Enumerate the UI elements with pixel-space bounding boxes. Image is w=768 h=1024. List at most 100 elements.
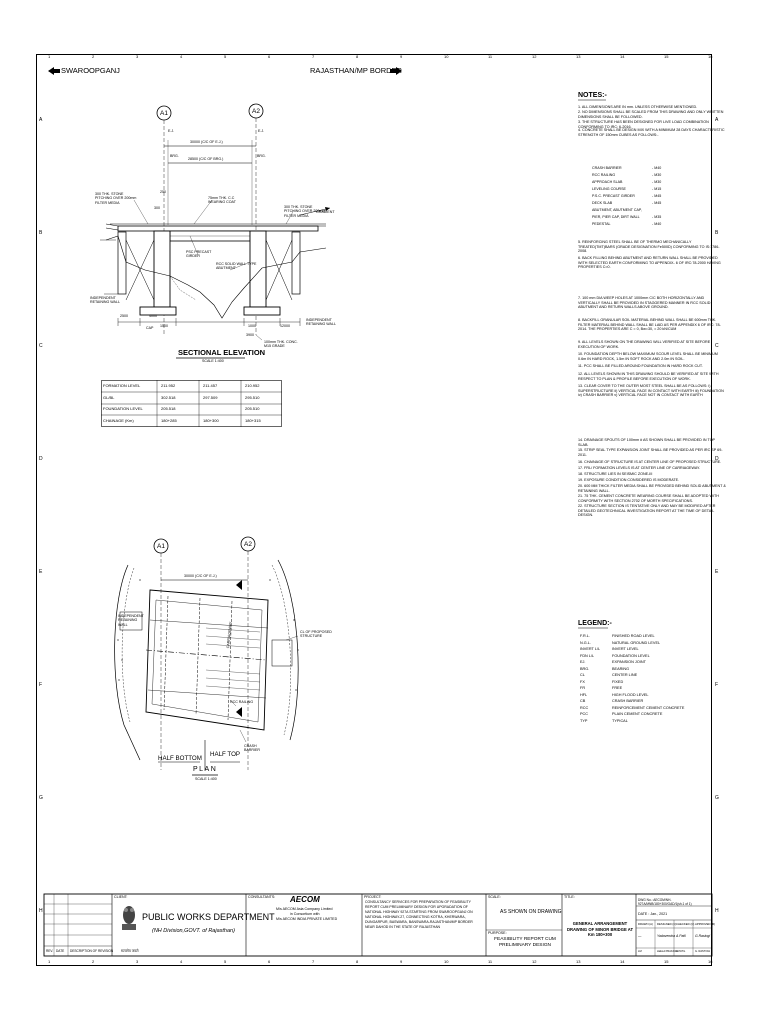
levels-row-value: 211.457 (203, 383, 218, 388)
arrow-right-icon (396, 67, 402, 75)
note-item: 15. STRIP SEAL TYPE EXPANSION JOINT SHAL… (578, 448, 723, 457)
consultant-logo: AECOM (290, 895, 320, 904)
border-bottom-number: 12 (532, 959, 537, 964)
concrete-grade-value: - M30 (652, 180, 662, 184)
border-top-number: 8 (356, 54, 359, 59)
concrete-grade-name: ABUTMENT, ABUTMENT CAP, (592, 208, 642, 212)
border-top-number: 9 (400, 54, 403, 59)
drawing-sheet (36, 54, 712, 966)
legend-desc: INVERT LEVEL (612, 647, 639, 651)
border-letter-right: D (715, 456, 719, 462)
concrete-grade-name: PIER, PIER CAP, DIRT WALL (592, 215, 640, 219)
legend-abbr: CB (580, 699, 586, 703)
concrete-grade-name: APPROACH SLAB (592, 180, 623, 184)
border-letter-left: C (39, 343, 43, 349)
legend-abbr: BRG. (580, 666, 590, 671)
legend-desc: FINISHED ROAD LEVEL (612, 634, 655, 638)
purpose-value: FEASIBILITY REPORT CUM PRELIMINARY DESIG… (494, 937, 556, 948)
concrete-grade-value: - M45 (652, 201, 662, 205)
label-psc-girder: PSC PRECAST GIRDER (186, 250, 212, 259)
arrow-left-icon (48, 67, 54, 75)
axis-label-a1: A1 (160, 110, 168, 117)
border-top-number: 1 (48, 54, 51, 59)
aecom-logo-icon (288, 895, 324, 903)
border-letter-left: A (39, 117, 43, 123)
legend-abbr: HFL (580, 692, 588, 697)
note-item: 14. DRAINAGE SPOUTS OF 100mm # AS SHOWN … (578, 438, 715, 447)
border-letter-left: D (39, 456, 43, 462)
levels-row-value: 211.952 (161, 383, 176, 388)
consultant-line2: in Consortium with (290, 912, 320, 916)
border-letter-right: F (715, 682, 719, 688)
border-bottom-number: 15 (664, 959, 669, 964)
dim-cap: CAP (146, 326, 154, 330)
sign-header: DESIGNED (C) (657, 922, 677, 926)
legend-abbr: INVERT L/L (580, 647, 601, 651)
levels-row-label: CHAINAGE (Km) (103, 417, 134, 423)
note-item: 18. STRUCTURE LIES IN SEISMIC ZONE-III (578, 472, 653, 476)
concrete-grade-name: PEDESTAL (592, 222, 611, 226)
note-item: 11. PCC SHALL BE FILLED AROUND FOUNDATIO… (578, 364, 703, 368)
plan-label-crash-barrier: CRASH BARRIER (244, 744, 260, 753)
scale-value: AS SHOWN ON DRAWING (500, 909, 562, 915)
border-bottom-number: 3 (136, 959, 139, 964)
concrete-grade-value: - M40 (652, 222, 662, 226)
border-bottom-number: 11 (488, 959, 493, 964)
border-letter-right: E (715, 569, 719, 575)
sign-name: LM (638, 950, 642, 953)
dim-2500: 2500 (120, 314, 128, 318)
levels-row-value: 205.518 (161, 406, 176, 411)
legend-abbr: FR (580, 686, 586, 690)
sign-name: G. RASTOGI (695, 950, 711, 953)
legend-abbr: PCC (580, 712, 589, 716)
consultant-line3: M/s AECOM INDIA PRIVATE LIMITED (276, 917, 338, 921)
border-top-number: 13 (576, 54, 581, 59)
plan-scale: SCALE 1:400 (195, 777, 217, 781)
legend-abbr: F.R.L. (580, 634, 590, 638)
dim-3900: 3900 (246, 333, 254, 337)
legend-desc: HIGH FLOOD LEVEL (612, 692, 649, 697)
concrete-grade-value: - M45 (652, 194, 662, 198)
plan-dim-span: 30000 (C/C OF E.J.) (184, 574, 217, 578)
legend-desc: BEARING (612, 666, 630, 671)
legend-abbr: EJ. (580, 660, 586, 664)
border-bottom-number: 8 (356, 959, 359, 964)
border-top-number: 4 (180, 54, 183, 59)
dim-1500: 1500 (160, 324, 168, 328)
elevation-scale: SCALE 1:400 (202, 359, 224, 363)
legend-desc: FIXED (612, 679, 624, 684)
levels-row-label: GL/BL (103, 394, 115, 400)
plan-label-centerline: CL OF PROPOSED STRUCTURE (300, 630, 332, 639)
label-retaining-wall-right: INDEPENDENT RETAINING WALL (306, 318, 336, 327)
dim-span-ej: 30000 (C/C OF E.J.) (190, 140, 223, 144)
purpose-label: PURPOSE: (488, 931, 507, 935)
border-bottom-number: 16 (708, 959, 713, 964)
note-item: 4. CONCRETE SHALL BE DESIGN MIX WITH A M… (578, 128, 725, 137)
legend-desc: REINFORCEMENT CEMENT CONCRETE (612, 705, 685, 710)
sign-scribble: A.Patil (676, 934, 686, 938)
plan-label-half-bottom: HALF BOTTOM (158, 755, 202, 762)
plan-axis-label-a2: A2 (244, 541, 252, 548)
levels-row-value: 180+315 (245, 417, 261, 423)
border-letter-left: H (39, 908, 43, 914)
border-letter-left: G (39, 795, 43, 801)
border-bottom-number: 5 (224, 959, 227, 964)
client-subtitle: (NH Division,GOVT. of Rajasthan) (152, 928, 235, 934)
border-top-number: 3 (136, 54, 139, 59)
border-letter-left: B (39, 230, 43, 236)
border-letter-right: G (715, 795, 719, 801)
sign-name: A.PATIL (676, 950, 686, 953)
legend-abbr: N.G.L. (580, 640, 591, 645)
concrete-grade-name: LEVELING COURSE (592, 187, 626, 191)
plan-label-railing: RCC RAILING (230, 700, 254, 704)
drawing-number: DWG No.: AECOM/NH-927A/MNB/180+300/GAD/1… (638, 898, 692, 906)
label-ej-left: E.J. (168, 129, 175, 133)
label-gradient: GRADIENT (316, 210, 335, 214)
note-item: 8. BACKFILL GRANULAR SOIL MATERIAL BEHIN… (578, 318, 721, 332)
label-pcc: 100mm THK. CONC. M15 GRADE (264, 340, 298, 349)
levels-row-value: 210.952 (245, 383, 260, 388)
border-top-number: 5 (224, 54, 227, 59)
concrete-grade-value: - M30 (652, 173, 662, 177)
legend-desc: NATURAL GROUND LEVEL (612, 640, 661, 645)
